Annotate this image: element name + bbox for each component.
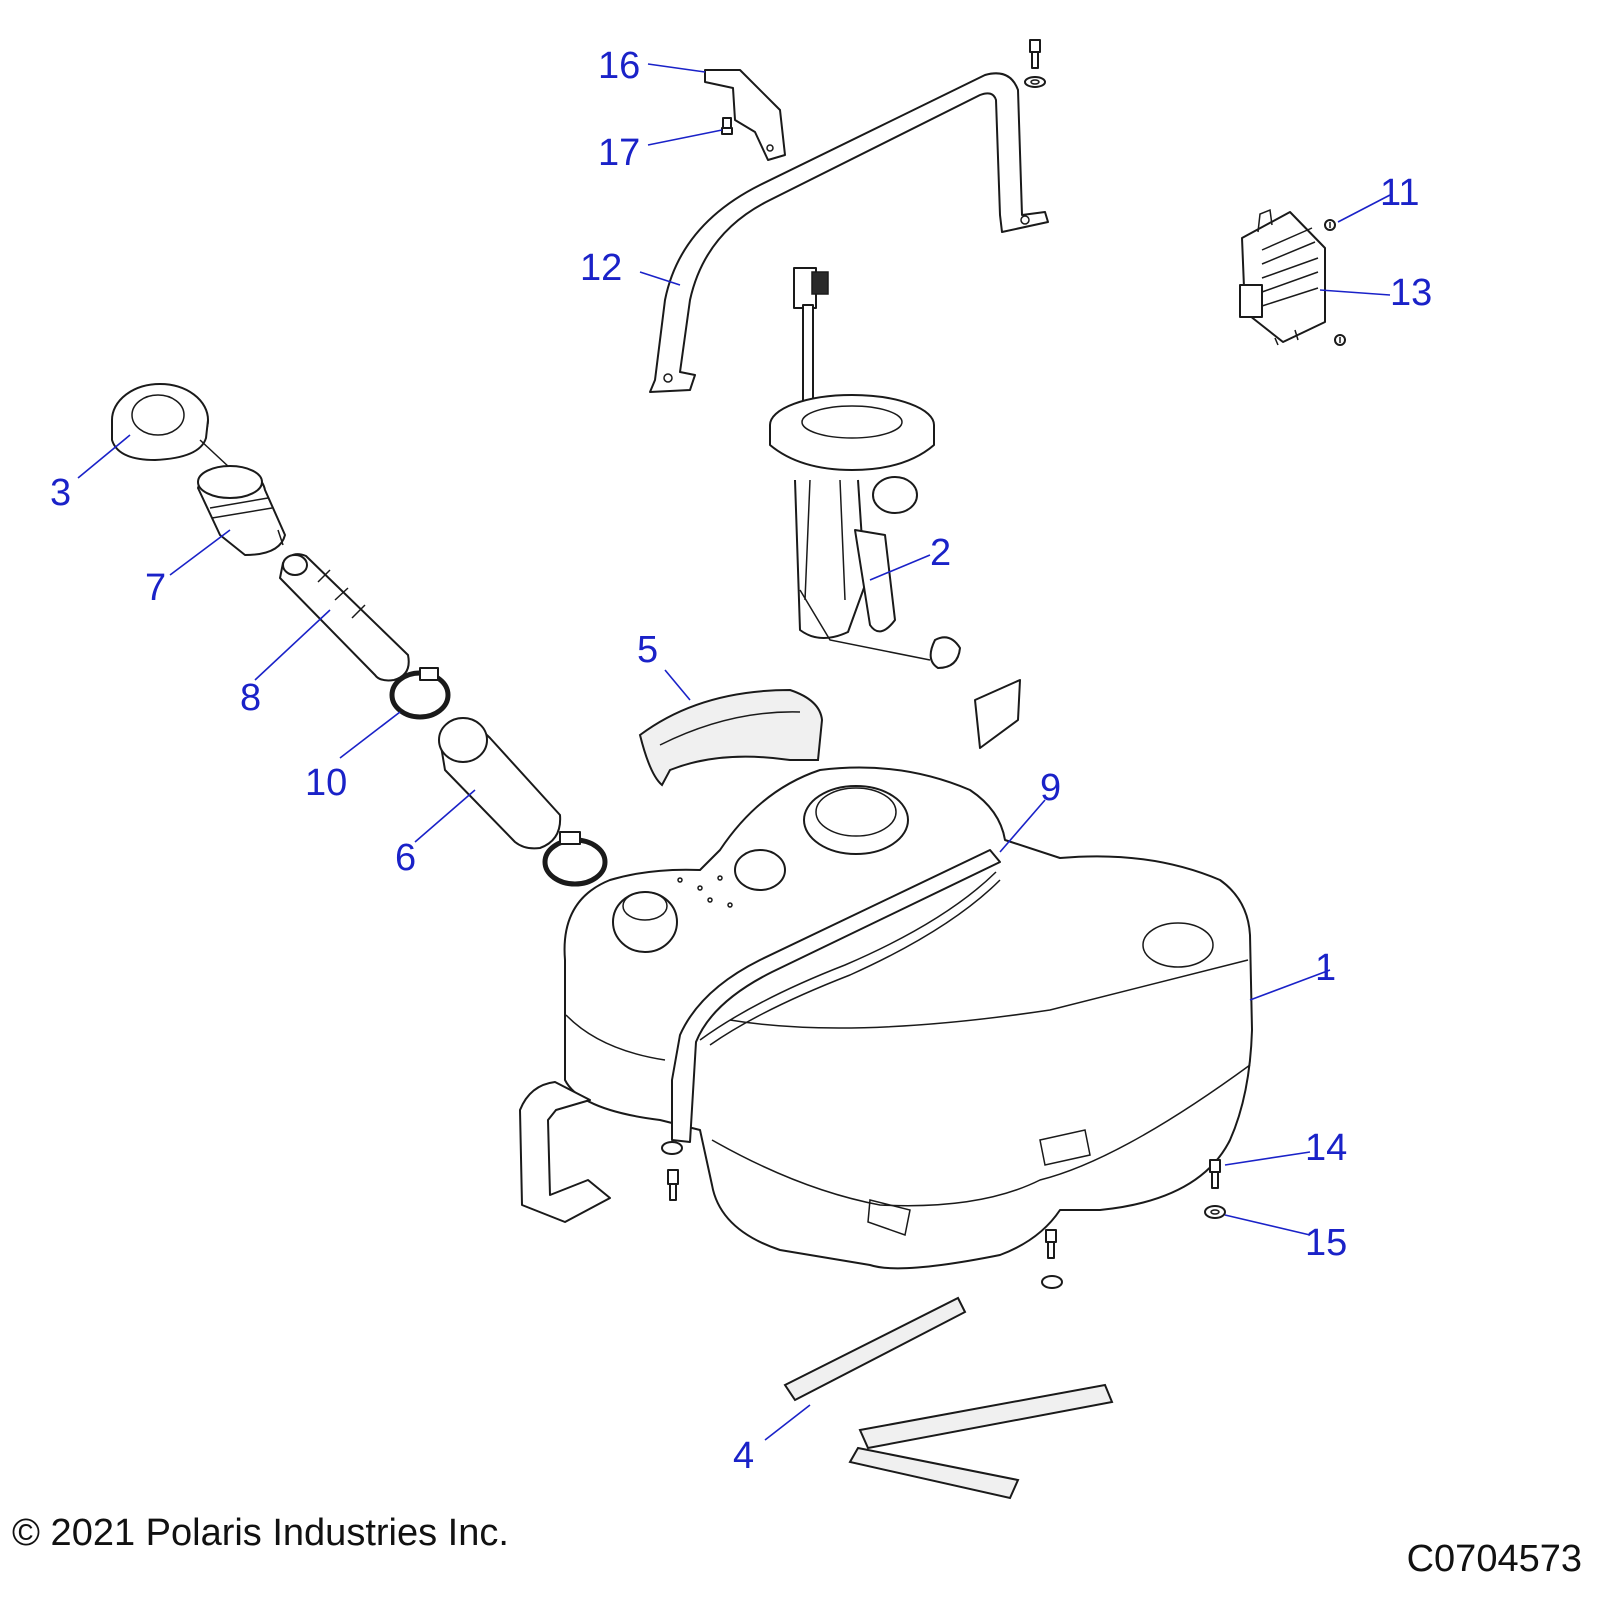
copyright-notice: © 2021 Polaris Industries Inc.	[12, 1512, 509, 1554]
callout-13: 13	[1390, 272, 1432, 314]
callout-3: 3	[50, 472, 71, 514]
callout-10: 10	[305, 762, 347, 804]
heat-shield	[638, 688, 824, 787]
bracket-screw	[721, 117, 733, 135]
tank-washer-right	[1204, 1205, 1226, 1219]
callout-15: 15	[1305, 1222, 1347, 1264]
callout-7: 7	[145, 567, 166, 609]
tank-bolt-right	[1209, 1159, 1221, 1189]
tank-band	[671, 849, 1001, 1143]
filler-neck	[197, 465, 286, 556]
mounting-bracket	[704, 69, 786, 161]
callout-6: 6	[395, 837, 416, 879]
callout-2: 2	[930, 532, 951, 574]
callout-16: 16	[598, 45, 640, 87]
tank-vent-dots	[677, 875, 733, 908]
filler-hose	[279, 553, 410, 682]
module-screw	[1324, 219, 1346, 346]
tank-bolt-center	[1041, 1229, 1063, 1289]
tank-bolt-left	[661, 1141, 683, 1201]
callout-14: 14	[1305, 1127, 1347, 1169]
filler-tube	[438, 717, 562, 850]
tank-pads	[783, 1296, 1114, 1500]
callout-4: 4	[733, 1435, 754, 1477]
fuel-tank	[563, 766, 1253, 1270]
callout-1: 1	[1315, 947, 1336, 989]
tank-strap-bracket	[649, 72, 1049, 393]
lower-strap	[519, 1081, 611, 1223]
strap-bolt	[1024, 39, 1046, 88]
callout-labels: 1 2 3 4 5 6 7 8 9 10 11 12 13 14 15 16 1…	[50, 45, 1432, 1477]
leader-lines	[77, 63, 1391, 1441]
drawing-number: C0704573	[1406, 1538, 1582, 1580]
callout-12: 12	[580, 247, 622, 289]
hose-clamp	[389, 667, 451, 720]
callout-11: 11	[1380, 172, 1419, 214]
callout-9: 9	[1040, 767, 1061, 809]
fuel-pump-assembly	[769, 267, 1021, 749]
callout-5: 5	[637, 629, 658, 671]
callout-8: 8	[240, 677, 261, 719]
callout-17: 17	[598, 132, 640, 174]
tube-clamp	[542, 831, 608, 887]
fuel-cap	[111, 383, 246, 483]
control-module	[1239, 208, 1326, 346]
